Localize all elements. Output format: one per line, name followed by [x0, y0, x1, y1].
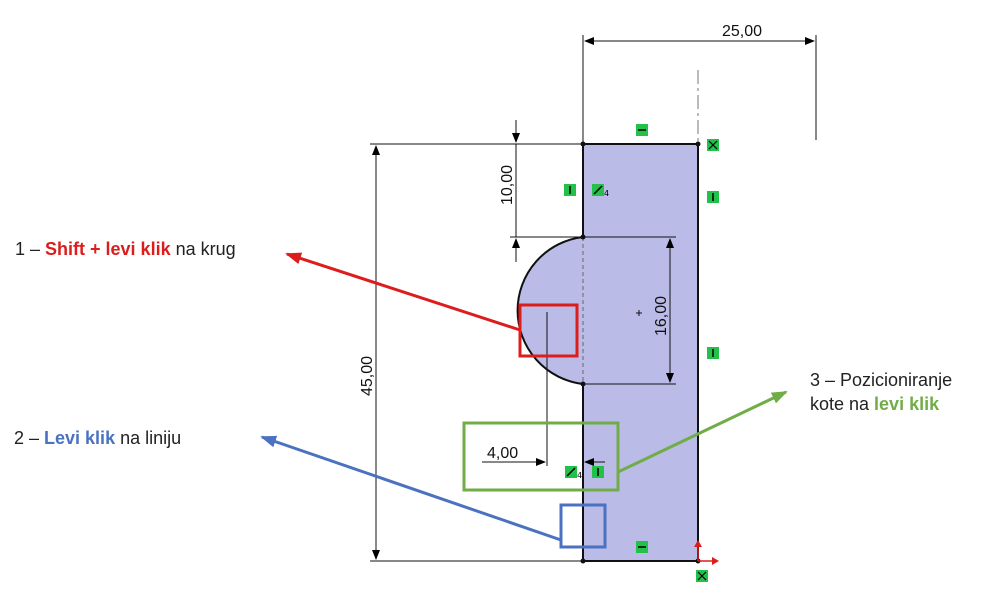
note-3-prefix: kote na [810, 394, 875, 414]
callout-arrow-green [617, 390, 788, 474]
note-3-line2: kote na levi klik [810, 392, 952, 416]
svg-text:4: 4 [577, 471, 582, 480]
tangent-relation-icon[interactable]: 4 [592, 184, 609, 198]
dimension-label-height[interactable]: 45,00 [359, 356, 376, 396]
dimension-label-offset[interactable]: 10,00 [499, 165, 516, 205]
center-mark-icon [636, 310, 642, 316]
fixed-relation-icon[interactable] [707, 139, 719, 151]
vertical-relation-icon[interactable] [564, 184, 576, 196]
dimension-label-arc-offset[interactable]: 4,00 [487, 445, 518, 462]
tangent-relation-icon[interactable]: 4 [565, 466, 582, 480]
note-1-prefix: 1 – [15, 239, 46, 259]
dimension-offset-top[interactable]: 10,00 [499, 120, 583, 262]
highlight-box-line [559, 503, 607, 549]
note-1-suffix: na krug [170, 239, 236, 259]
dimension-width-top[interactable]: 25,00 [582, 23, 817, 144]
vertical-relation-icon[interactable] [707, 347, 719, 359]
svg-text:4: 4 [604, 189, 609, 198]
origin-axes-icon [694, 540, 719, 565]
note-click-line: 2 – Levi klik na liniju [14, 426, 181, 450]
dimension-label-width[interactable]: 25,00 [722, 23, 762, 40]
relation-icons: 4 4 [564, 124, 719, 582]
note-1-highlight: Shift + levi klik [45, 239, 171, 259]
vertical-relation-icon[interactable] [707, 191, 719, 203]
dimension-label-chord[interactable]: 16,00 [653, 296, 670, 336]
note-3-line1: 3 – Pozicioniranje [810, 370, 953, 390]
horizontal-relation-icon[interactable] [636, 124, 648, 136]
highlight-box-circle [518, 303, 579, 358]
fixed-relation-icon[interactable] [696, 570, 708, 582]
vertical-relation-icon[interactable] [592, 466, 604, 478]
note-2-highlight: Levi klik [44, 428, 116, 448]
highlight-box-dimension [462, 421, 620, 492]
note-position-dimension: 3 – Pozicioniranje kote na levi klik [810, 368, 952, 416]
part-profile [516, 143, 699, 562]
note-2-prefix: 2 – [14, 428, 45, 448]
note-shift-click-circle: 1 – Shift + levi klik na krug [15, 237, 236, 261]
horizontal-relation-icon[interactable] [636, 541, 648, 553]
note-3-highlight: levi klik [874, 394, 940, 414]
note-2-suffix: na liniju [115, 428, 182, 448]
callout-arrow-red [285, 252, 521, 332]
dimension-arc-chord[interactable]: 16,00 [583, 236, 676, 385]
dimension-arc-offset[interactable]: 4,00 [482, 312, 605, 466]
callout-arrow-blue [260, 435, 562, 542]
dimension-height-total[interactable]: 45,00 [359, 143, 583, 562]
